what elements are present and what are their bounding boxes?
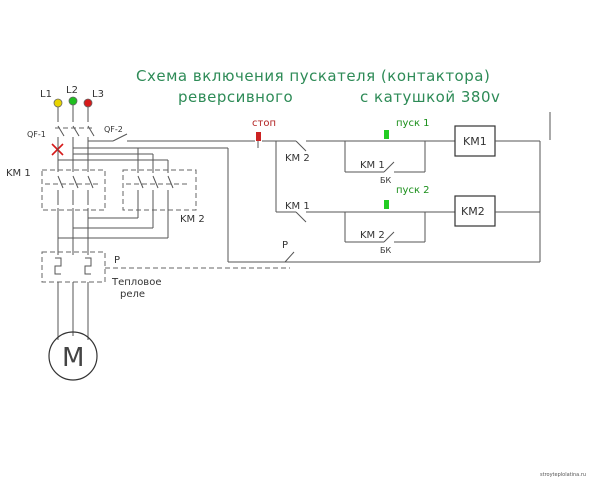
phase-lamp-l2 [68, 96, 78, 106]
watermark: stroyteplolatina.ru [540, 472, 586, 478]
qf1-label: QF-1 [27, 130, 46, 139]
diagram-title-line2-right: с катушкой 380v [360, 88, 500, 106]
start2-button-icon [384, 200, 389, 209]
qf2-label: QF-2 [104, 125, 123, 134]
thermal-relay-label-line2: реле [120, 289, 145, 300]
km2-interlock-label: KM 2 [285, 153, 310, 164]
phase-indicators: L1 L2 L3 [40, 85, 104, 108]
phase-label-l3: L3 [92, 89, 104, 100]
km2-coil [454, 195, 496, 227]
motor-label: M [62, 343, 84, 373]
km1-aux-sub: БК [380, 176, 391, 185]
phase-lamp-l3 [83, 98, 93, 108]
km1-coil-label: KM1 [463, 135, 487, 148]
diagram-title-line2-left: реверсивного [178, 88, 293, 106]
start1-button-icon [384, 130, 389, 139]
phase-lamp-l1 [53, 98, 63, 108]
km1-interlock-label: KM 1 [285, 201, 310, 212]
km1-power-label: KM 1 [6, 168, 31, 179]
phase-label-l2: L2 [66, 85, 78, 96]
relay-contact-label: P [282, 240, 288, 251]
start1-label: пуск 1 [396, 118, 430, 129]
start2-label: пуск 2 [396, 185, 430, 196]
km2-power-label: KM 2 [180, 214, 205, 225]
phase-label-l1: L1 [40, 89, 52, 100]
diagram-title-line1: Схема включения пускателя (контактора) [136, 67, 490, 85]
control-circuit: стоп KM 2 пуск 1 KM 1 БК KM1 KM 1 пу [112, 112, 551, 263]
km2-aux-label: KM 2 [360, 230, 385, 241]
thermal-relay-label-line1: Тепловое [111, 277, 161, 288]
stop-label: стоп [252, 118, 276, 129]
motor-symbol [48, 331, 98, 381]
thermal-relay-p-label: P [114, 255, 120, 266]
km2-aux-sub: БК [380, 246, 391, 255]
km1-aux-label: KM 1 [360, 160, 385, 171]
stop-button-icon [256, 132, 261, 141]
km2-coil-label: KM2 [461, 205, 485, 218]
power-circuit: QF-1 QF-2 KM 1 KM 2 [6, 105, 290, 381]
